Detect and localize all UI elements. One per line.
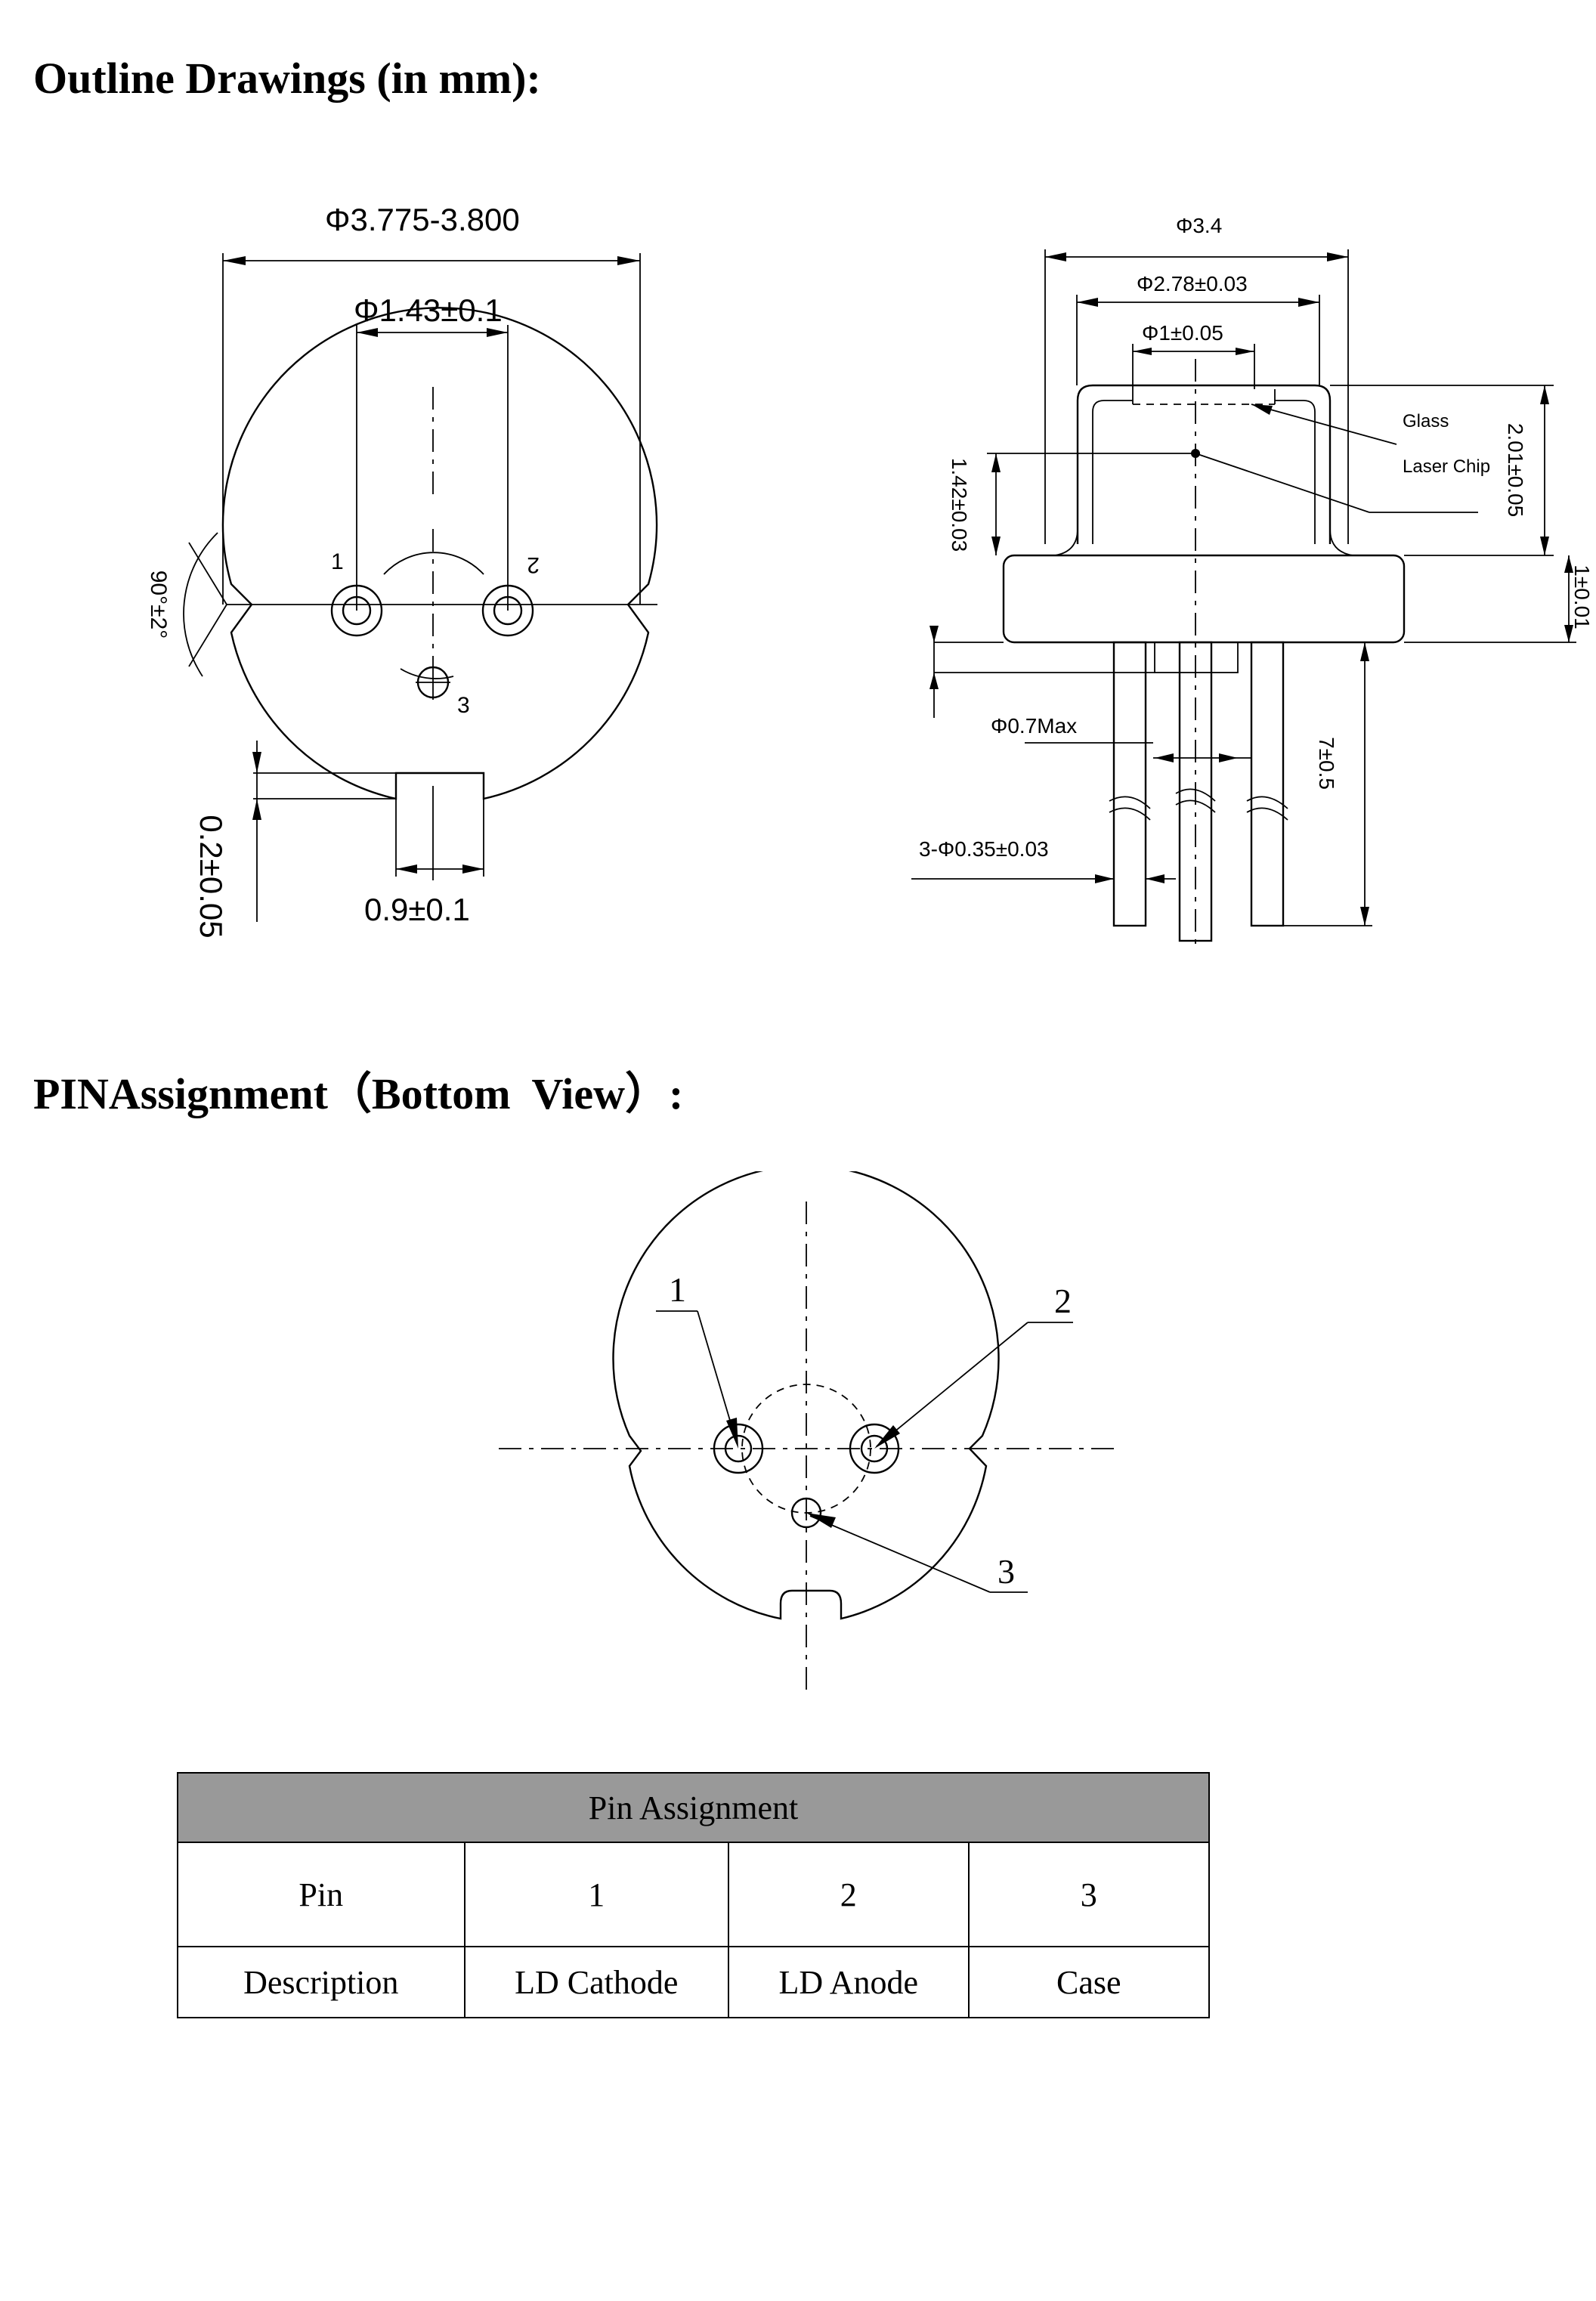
window-dim-arrow-left [1077, 298, 1098, 307]
pin-circle-arc [383, 552, 484, 575]
table-title: Pin Assignment [177, 1772, 1210, 1843]
cap-outline [1076, 384, 1332, 544]
pin-3-leader [809, 1515, 991, 1593]
glass-label: Glass [1403, 411, 1449, 431]
key-depth-arrow-upper [252, 752, 261, 773]
base-dim-arrow-right [1219, 753, 1238, 762]
cap-fillets [1054, 528, 1353, 556]
pin-base-arrow-top [929, 626, 939, 642]
key-depth-dim: 0.2±0.05 [193, 815, 229, 938]
pin-length-arrow-bottom [1360, 907, 1369, 926]
pin-number-cell: 3 [967, 1842, 1211, 1947]
key-width-arrow-left [396, 864, 417, 874]
cap-height-dim: 2.01±0.05 [1504, 423, 1527, 517]
pin-assignment-heading: PINAssignment（Bottom View）: [33, 1069, 684, 1118]
chip-leader [1195, 453, 1370, 513]
front-view-drawing: 1 2 3 Φ3.775-3.800 Φ1.43±0.1 90°±2° 0.2±… [146, 202, 658, 939]
base-diameter-dim: Φ0.7Max [991, 714, 1077, 738]
angle-leader-upper [188, 542, 227, 605]
chip-height-arrow-bottom [991, 537, 1001, 555]
description-cell: LD Anode [728, 1946, 970, 2018]
glass-dim-arrow-right [1236, 348, 1254, 355]
bottom-view-outline [612, 1171, 1000, 1620]
glass-dim-arrow-left [1133, 348, 1152, 355]
break-left [1109, 796, 1151, 821]
pin-length-arrow-top [1360, 642, 1369, 661]
pin-dim-arrow-left [357, 328, 378, 337]
pin-3-leader-arrow [806, 1513, 836, 1528]
bottom-view-drawing: 1 2 3 [499, 1171, 1118, 1693]
pin-base [1154, 642, 1239, 673]
pin-number-cell: 1 [463, 1842, 730, 1947]
cap-diameter-dim: Φ3.4 [1176, 214, 1222, 237]
angle-dim: 90°±2° [146, 571, 171, 639]
pin-3-label: 3 [457, 693, 470, 718]
cap-dim-arrow-right [1327, 252, 1348, 261]
pin-2-leader [876, 1322, 1028, 1447]
bottom-pin-1-inner [724, 1434, 753, 1463]
pin-1-label: 1 [331, 549, 344, 574]
bottom-pin-1-outer [713, 1423, 764, 1474]
flange-dim-arrow-top [1564, 555, 1573, 573]
pin-base-arrow-bottom [929, 673, 939, 689]
pin-circle-dim: Φ1.43±0.1 [354, 292, 503, 328]
bottom-pin-3 [790, 1497, 822, 1529]
pin-header-cell: Pin [177, 1842, 466, 1947]
bottom-pin-2-label: 2 [1054, 1282, 1072, 1320]
pin-number-cell: 2 [728, 1842, 970, 1947]
cap-height-arrow-top [1540, 385, 1549, 404]
pin-assignment-table: Pin Assignment Pin 1 2 3 Description LD … [177, 1772, 1211, 2018]
header-outline [221, 307, 658, 800]
outer-diameter-dim: Φ3.775-3.800 [325, 202, 520, 237]
pin-dim-arrow-right [487, 328, 508, 337]
laser-chip-label: Laser Chip [1403, 456, 1490, 477]
outline-drawings-heading: Outline Drawings (in mm): [33, 54, 541, 103]
table-title-row: Pin Assignment [177, 1772, 1210, 1843]
side-view-drawing: Φ3.4 Φ2.78±0.03 Φ1±0.05 Glass Laser Chip… [911, 214, 1594, 945]
bottom-pin-3-label: 3 [998, 1552, 1015, 1591]
key-depth-arrow-lower [252, 799, 261, 820]
outer-dim-arrow-right [617, 256, 640, 265]
key-width-dim: 0.9±0.1 [364, 892, 470, 927]
pin-left [1112, 641, 1147, 927]
angle-arc [183, 532, 218, 677]
chip-height-arrow-top [991, 453, 1001, 472]
pin-2-leader-arrow [874, 1425, 900, 1449]
base-dim-arrow-left [1155, 753, 1174, 762]
glass-diameter-dim: Φ1±0.05 [1142, 321, 1223, 345]
cap-dim-arrow-left [1045, 252, 1066, 261]
description-cell: LD Cathode [463, 1946, 730, 2018]
key-width-arrow-right [462, 864, 484, 874]
pin-1-leader-arrow [726, 1418, 738, 1449]
pin-2-label: 2 [527, 552, 540, 577]
glass-leader [1251, 404, 1397, 445]
cap-height-arrow-bottom [1540, 537, 1549, 555]
description-cell: Case [967, 1946, 1211, 2018]
flange-thickness-dim: 1±0.01 [1570, 564, 1594, 629]
cap-inner [1092, 400, 1316, 544]
bottom-pin-2-outer [849, 1423, 900, 1474]
pin-dia-arrow-right [1146, 874, 1165, 883]
pin-dia-arrow-left [1095, 874, 1114, 883]
glass-window-bg [1133, 389, 1275, 404]
break-right [1246, 796, 1288, 821]
table-row: Pin 1 2 3 [177, 1842, 1211, 1947]
bottom-pin-2-inner [860, 1434, 889, 1463]
window-dim-arrow-right [1298, 298, 1319, 307]
flange [1002, 554, 1406, 644]
flange-dim-arrow-bottom [1564, 625, 1573, 642]
pin-right [1250, 641, 1285, 927]
angle-leader-lower [188, 604, 227, 667]
window-diameter-dim: Φ2.78±0.03 [1137, 272, 1248, 295]
glass-leader-arrow [1251, 404, 1273, 415]
description-header-cell: Description [177, 1946, 466, 2018]
outer-dim-arrow-left [223, 256, 246, 265]
pin-diameter-dim: 3-Φ0.35±0.03 [919, 837, 1049, 861]
table-row: Description LD Cathode LD Anode Case [177, 1946, 1211, 2018]
bottom-pin-1-label: 1 [669, 1270, 686, 1309]
pin-length-dim: 7±0.5 [1315, 737, 1338, 790]
chip-height-dim: 1.42±0.03 [948, 458, 971, 552]
